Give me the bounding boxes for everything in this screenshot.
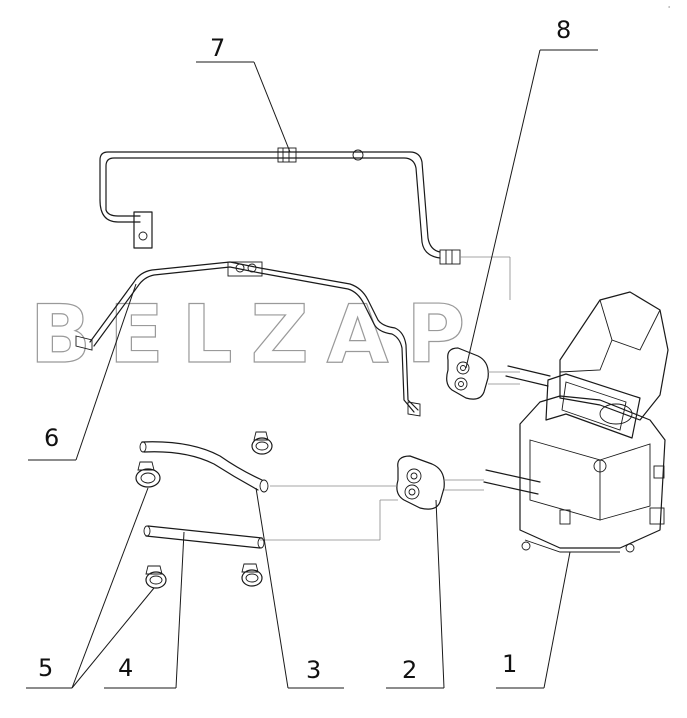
callout-3: 3 bbox=[255, 487, 344, 689]
part-8-grommet bbox=[446, 347, 520, 400]
part-7-pipe bbox=[99, 147, 511, 300]
callout-7-label: 7 bbox=[210, 34, 225, 62]
clamp-3 bbox=[145, 565, 167, 589]
callout-1: 1 bbox=[496, 551, 571, 689]
callout-2-label: 2 bbox=[402, 656, 417, 684]
part-2-grommet bbox=[260, 455, 484, 541]
callout-6: 6 bbox=[28, 283, 137, 461]
callout-7: 7 bbox=[196, 34, 291, 153]
clamp-2 bbox=[135, 461, 161, 488]
part-6-tube bbox=[75, 261, 421, 417]
clamp-4 bbox=[241, 563, 263, 587]
part-3-hose bbox=[139, 441, 269, 493]
callout-5: 5 bbox=[26, 487, 155, 689]
callout-3-label: 3 bbox=[306, 656, 321, 684]
callout-2: 2 bbox=[386, 499, 445, 689]
watermark-logo: BELZAP bbox=[30, 288, 483, 381]
callout-8-label: 8 bbox=[556, 16, 571, 44]
part-4-hose bbox=[143, 525, 265, 549]
clamp-1 bbox=[251, 431, 273, 455]
callout-1-label: 1 bbox=[502, 650, 517, 678]
part-5-clamps bbox=[135, 431, 273, 589]
callout-6-label: 6 bbox=[44, 424, 59, 452]
callout-4: 4 bbox=[104, 531, 185, 689]
callout-5-label: 5 bbox=[38, 654, 53, 682]
callout-4-label: 4 bbox=[118, 654, 133, 682]
part-1-hvac-unit bbox=[483, 291, 669, 553]
corner-mark: ° bbox=[668, 6, 671, 12]
callout-8: 8 bbox=[465, 16, 598, 369]
